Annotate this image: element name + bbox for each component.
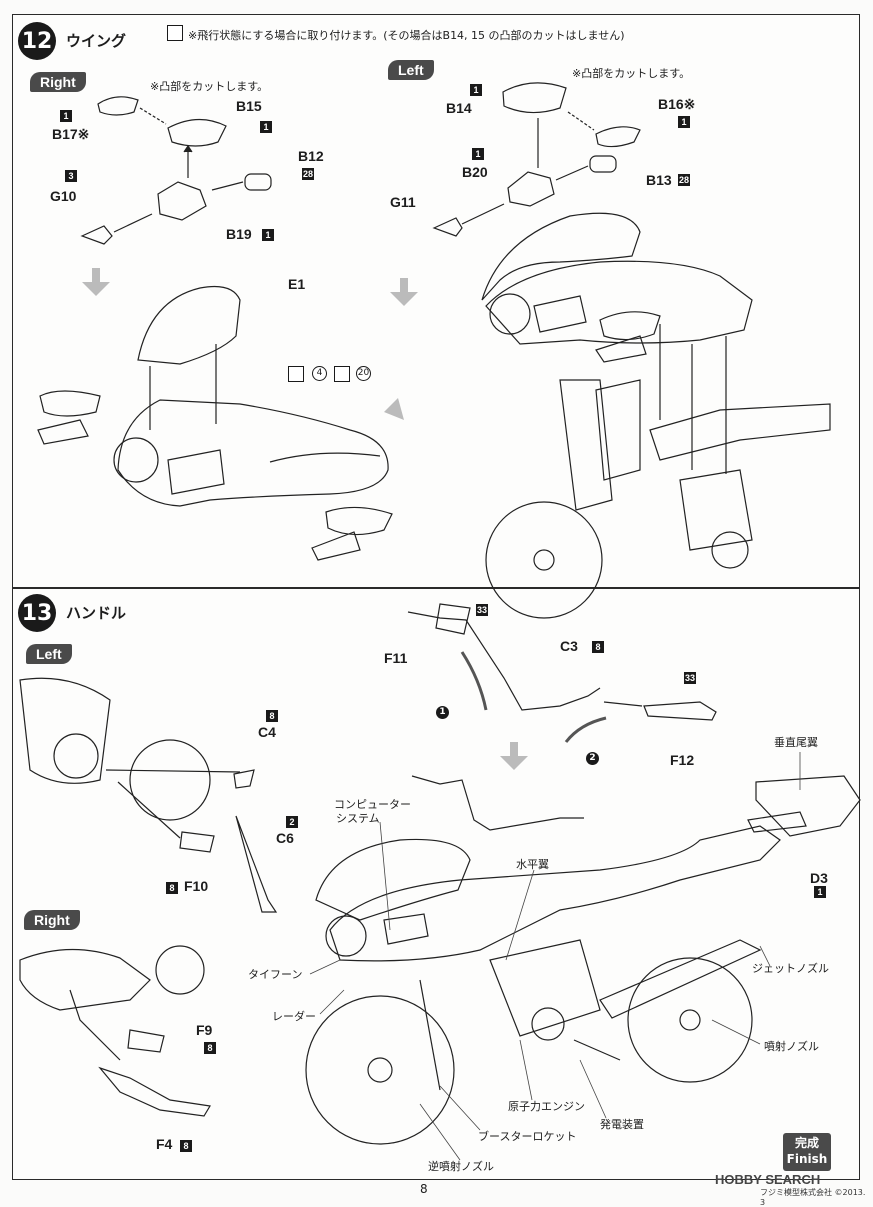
part-label-b14: B14 <box>446 100 472 116</box>
sprue-box: 1 <box>260 121 272 133</box>
right-cowl-drawing <box>38 344 392 560</box>
sprue-box: 8 <box>180 1140 192 1152</box>
part-label-f11: F11 <box>384 650 408 666</box>
sprue-box: 2 <box>286 816 298 828</box>
step-number-badge: 13 <box>18 594 56 632</box>
finish-badge: 完成 Finish <box>783 1133 831 1171</box>
part-label-c6: C6 <box>276 830 294 846</box>
watermark: HOBBY SEARCH <box>715 1172 821 1187</box>
b14-part-drawing <box>503 83 566 113</box>
callout-computer: コンピューター <box>334 798 411 811</box>
sprue-box: 3 <box>65 170 77 182</box>
step-title: ハンドル <box>66 604 127 622</box>
paint-ref: 4 <box>312 366 327 381</box>
g10-part-drawing <box>82 214 152 244</box>
sprue-box: 1 <box>60 110 72 122</box>
callout-jet-nozzle: ジェットノズル <box>752 962 829 975</box>
part-label-b17: B17※ <box>52 126 90 142</box>
paint-ref: 20 <box>356 366 371 381</box>
step-number-badge: 12 <box>18 22 56 60</box>
callout-tail-fin: 垂直尾翼 <box>774 736 818 749</box>
part-label-b15: B15 <box>236 98 262 114</box>
right-side-tag: Right <box>24 910 80 930</box>
part-label-e1: E1 <box>288 276 306 292</box>
copyright: フジミ模型株式会社 ©2013. 3 <box>760 1188 866 1207</box>
part-label-g11: G11 <box>390 194 416 210</box>
g11-part-drawing <box>434 204 504 236</box>
order-marker: 1 <box>436 706 449 719</box>
part-label-b13: B13 <box>646 172 672 188</box>
sprue-box: 33 <box>684 672 696 684</box>
left-side-tag: Left <box>388 60 434 80</box>
step-note: ※飛行状態にする場合に取り付けます。(その場合はB14, 15 の凸部のカットは… <box>188 29 625 42</box>
part-label-d3: D3 <box>810 870 828 886</box>
callout-horizontal-wing: 水平翼 <box>516 858 549 871</box>
callout-injection-nozzle: 噴射ノズル <box>764 1040 819 1053</box>
callout-atomic-engine: 原子力エンジン <box>508 1100 585 1113</box>
part-label-f10: F10 <box>184 878 209 894</box>
sprue-box: 28 <box>678 174 690 186</box>
part-label-c4: C4 <box>258 724 276 740</box>
sprue-box: 8 <box>166 882 178 894</box>
step-12-panel <box>12 14 860 588</box>
left-side-tag: Left <box>26 644 72 664</box>
part-label-f9: F9 <box>196 1022 213 1038</box>
e1-windshield-drawing <box>138 287 240 365</box>
left-footrest-area-drawing <box>20 678 276 912</box>
handlebar-drawing <box>408 604 716 742</box>
part-label-b19: B19 <box>226 226 252 242</box>
checker-paint-icon <box>334 366 350 382</box>
sprue-box: 1 <box>262 229 274 241</box>
left-bike-front-drawing <box>482 213 830 618</box>
b17-part-drawing <box>98 97 138 115</box>
b20-part-drawing <box>508 118 554 206</box>
callout-booster-rocket: ブースターロケット <box>478 1130 577 1143</box>
b12-part-drawing <box>212 174 271 190</box>
b13-part-drawing <box>556 156 616 180</box>
sprue-box: 8 <box>204 1042 216 1054</box>
sprue-box: 1 <box>678 116 690 128</box>
part-label-b20: B20 <box>462 164 488 180</box>
finish-en: Finish <box>786 1152 828 1166</box>
complete-bike-drawing <box>306 776 780 1144</box>
finish-jp: 完成 <box>794 1136 819 1150</box>
callout-system: システム <box>336 812 380 825</box>
part-label-c3: C3 <box>560 638 578 654</box>
sprue-box: 1 <box>470 84 482 96</box>
b15-part-drawing <box>140 108 226 146</box>
star-paint-icon <box>288 366 304 382</box>
part-label-g10: G10 <box>50 188 77 204</box>
sprue-box: 1 <box>472 148 484 160</box>
step-13-panel <box>12 588 860 1180</box>
d3-tail-fin-drawing <box>748 776 860 836</box>
right-side-tag: Right <box>30 72 86 92</box>
sprue-box: 8 <box>592 641 604 653</box>
callout-radar: レーダー <box>272 1010 316 1023</box>
part-label-f12: F12 <box>670 752 695 768</box>
step-title: ウイング <box>66 32 127 50</box>
sprue-box: 8 <box>266 710 278 722</box>
order-marker: 2 <box>586 752 599 765</box>
right-footrest-area-drawing <box>20 946 210 1116</box>
part-label-f4: F4 <box>156 1136 173 1152</box>
callout-reverse-nozzle: 逆噴射ノズル <box>428 1160 494 1173</box>
page-number: 8 <box>420 1182 428 1196</box>
cut-note: ※凸部をカットします。 <box>572 67 691 80</box>
sprue-box: 1 <box>814 886 826 898</box>
cut-note: ※凸部をカットします。 <box>150 80 269 93</box>
sprue-box: 28 <box>302 168 314 180</box>
b16-part-drawing <box>568 112 640 147</box>
part-label-b12: B12 <box>298 148 324 164</box>
b19-part-drawing <box>158 146 206 220</box>
sprue-box: 33 <box>476 604 488 616</box>
callout-typhoon: タイフーン <box>248 968 303 981</box>
part-label-b16: B16※ <box>658 96 696 112</box>
flight-mode-icon <box>167 25 183 41</box>
callout-generator: 発電装置 <box>600 1118 644 1131</box>
